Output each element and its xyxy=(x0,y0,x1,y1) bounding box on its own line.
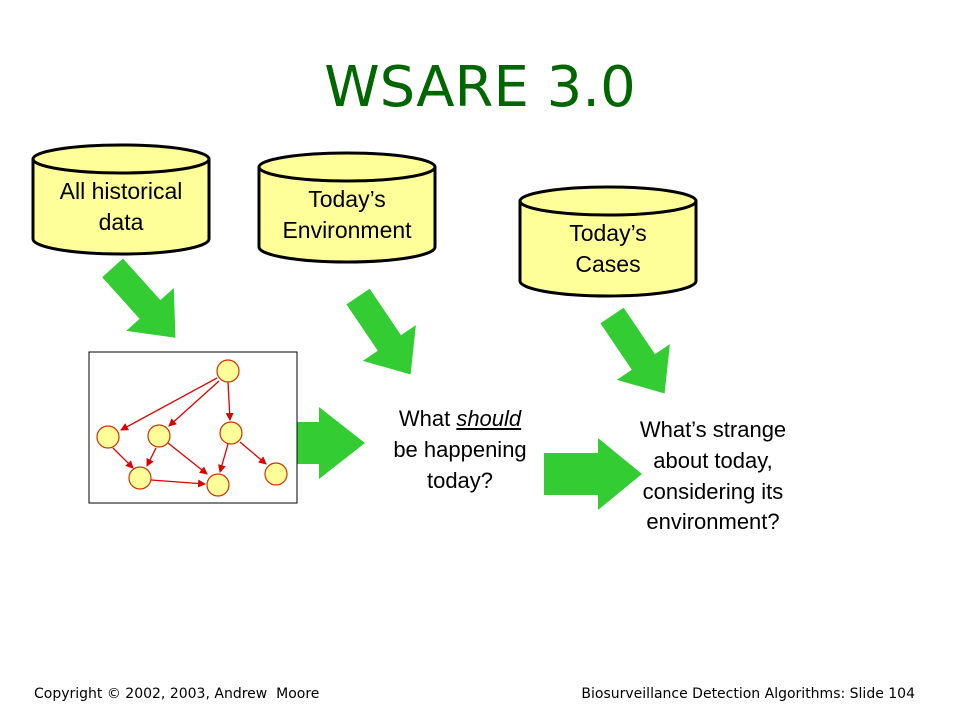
network-node xyxy=(206,473,230,497)
network-node xyxy=(96,425,120,449)
question2-line4: environment? xyxy=(646,509,780,535)
footer-copyright: Copyright © 2002, 2003, Andrew Moore xyxy=(34,686,320,702)
environment-label-line2: Environment xyxy=(282,217,412,244)
network-edge xyxy=(167,442,208,475)
arrow-history-to-network xyxy=(102,258,176,338)
network-node xyxy=(264,462,288,486)
todays-environment-cylinder: Today’s Environment xyxy=(256,150,438,266)
question2-line3: considering its xyxy=(642,478,784,504)
network-edge xyxy=(239,441,267,465)
arrow-question-to-strange xyxy=(544,438,642,510)
strange-today-question: What’s strange about today, considering … xyxy=(600,415,826,538)
network-node xyxy=(128,466,152,490)
question1-line3: today? xyxy=(426,467,494,493)
cylinder-shape xyxy=(31,143,211,256)
network-edge xyxy=(146,447,157,467)
bayes-network-diagram xyxy=(88,351,298,504)
question1-line2: be happening xyxy=(393,436,527,462)
historical-data-label-line2: data xyxy=(98,209,144,236)
cases-label-line2: Cases xyxy=(575,251,641,278)
question1-prefix: What xyxy=(398,406,457,431)
network-edge xyxy=(112,447,134,469)
network-edge xyxy=(225,381,234,421)
network-node xyxy=(216,359,240,383)
question1-emphasis: should xyxy=(456,406,522,431)
network-edge xyxy=(150,479,206,488)
historical-data-label-line1: All historical xyxy=(59,178,183,204)
slide-title: WSARE 3.0 xyxy=(324,55,636,120)
environment-label-line1: Today’s xyxy=(308,186,386,212)
network-node xyxy=(147,424,171,448)
cases-label-line1: Today’s xyxy=(569,220,647,246)
question2-line1: What’s strange xyxy=(639,417,787,442)
historical-data-cylinder: All historical data xyxy=(30,142,212,258)
network-node xyxy=(219,421,243,445)
arrow-environment-to-question xyxy=(346,288,416,375)
should-happen-question: What should be happening today? xyxy=(370,404,550,496)
network-edge xyxy=(218,443,229,473)
cylinder-shape xyxy=(518,185,698,298)
todays-cases-cylinder: Today’s Cases xyxy=(517,184,699,300)
network-edge xyxy=(120,377,218,431)
arrow-cases-to-strange xyxy=(600,307,670,394)
arrow-network-to-question xyxy=(279,407,365,479)
cylinder-shape xyxy=(257,151,437,264)
footer-slide-info: Biosurveillance Detection Algorithms: Sl… xyxy=(581,686,915,702)
question2-line2: about today, xyxy=(653,447,773,473)
network-edge xyxy=(168,380,220,427)
